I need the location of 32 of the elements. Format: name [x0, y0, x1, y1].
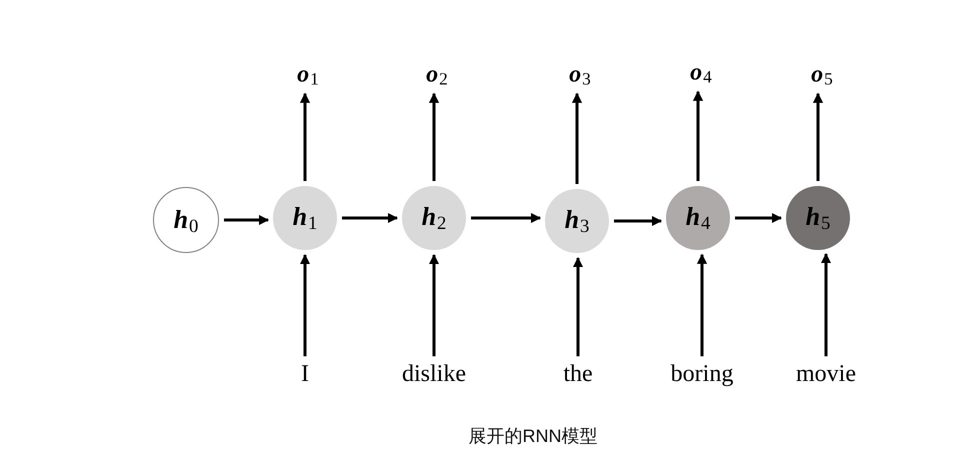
- word-label: dislike: [402, 361, 466, 389]
- arrow: [820, 252, 832, 356]
- math-label: o$_{1}$: [297, 61, 319, 89]
- arrow: [428, 92, 440, 181]
- math-label: o$_{2}$: [426, 61, 448, 89]
- circle-node: h$_{1}$: [273, 186, 337, 250]
- arrow: [471, 212, 542, 224]
- math-label: o$_{3}$: [569, 61, 591, 89]
- arrow: [692, 90, 704, 181]
- arrow: [572, 256, 584, 356]
- math-label: o$_{5}$: [811, 61, 833, 89]
- arrow: [696, 254, 708, 356]
- circle-node: h$_{5}$: [786, 186, 850, 250]
- caption: 展开的RNN模型: [468, 426, 598, 448]
- circle-node: h$_{2}$: [402, 186, 466, 250]
- word-label: boring: [670, 361, 734, 389]
- word-label: the: [563, 361, 593, 389]
- arrow: [614, 216, 662, 226]
- circle-node: h$_{3}$: [545, 189, 609, 253]
- arrow: [428, 254, 440, 356]
- word-label: movie: [796, 361, 856, 389]
- arrow: [300, 254, 310, 356]
- circle-node: h$_{0}$: [153, 187, 219, 253]
- arrow: [342, 212, 398, 224]
- circle-node: h$_{4}$: [666, 186, 730, 250]
- arrow: [735, 212, 782, 224]
- word-label: I: [301, 361, 309, 389]
- arrow: [572, 92, 582, 184]
- arrow: [224, 214, 270, 226]
- arrow: [300, 92, 310, 181]
- math-label: o$_{4}$: [690, 59, 712, 87]
- arrow: [812, 92, 824, 181]
